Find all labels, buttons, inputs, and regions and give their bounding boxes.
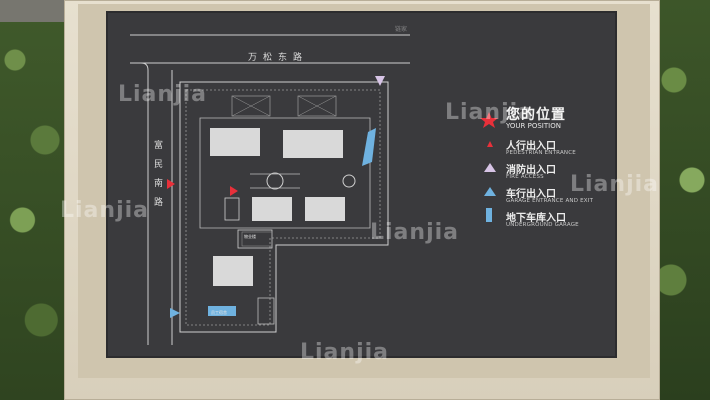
parking-area <box>231 95 271 117</box>
building <box>305 197 345 221</box>
triangle-icon <box>484 163 496 172</box>
building <box>213 256 253 286</box>
building <box>210 128 260 156</box>
pedestrian-entrance-marker <box>230 186 238 196</box>
legend-sublabel: PEDESTRIAN ENTRANCE <box>506 150 576 156</box>
parking-area <box>297 95 337 117</box>
parking-area <box>241 231 273 247</box>
roundabout <box>342 174 356 188</box>
watermark: Lianjia <box>570 172 659 197</box>
inner-path <box>185 89 381 326</box>
road-char: 路 <box>154 198 164 208</box>
road-char: 南 <box>154 179 164 189</box>
watermark-cn: 链家 <box>395 26 408 33</box>
pedestrian-entrance-marker <box>167 179 175 189</box>
background-wall <box>0 0 75 22</box>
right-foliage <box>650 0 710 400</box>
roundabout <box>266 172 284 190</box>
road-char: 富 <box>154 141 164 151</box>
plaza-path <box>250 173 300 189</box>
road-label-top: 万松东路 <box>248 53 309 63</box>
star-icon <box>480 112 498 128</box>
site-boundary <box>179 81 389 333</box>
building-tag: 物业楼 <box>244 234 256 239</box>
building <box>283 130 343 158</box>
bar-icon <box>486 208 492 222</box>
watermark: Lianjia <box>118 82 207 107</box>
watermark: Lianjia <box>60 198 149 223</box>
watermark: Lianjia <box>445 100 534 125</box>
legend-label: 地下车库入口 <box>506 213 566 224</box>
ramp <box>257 297 275 325</box>
road-char: 民 <box>154 160 164 170</box>
legend-sublabel: FIRE ACCESS <box>506 174 544 180</box>
you-are-here-subtitle: YOUR POSITION <box>506 122 561 130</box>
watermark: Lianjia <box>300 340 389 365</box>
fire-access-marker <box>375 76 385 86</box>
road-curve <box>140 62 149 71</box>
triangle-icon <box>484 187 496 196</box>
loop-road <box>199 117 371 229</box>
legend-label: 消防出入口 <box>506 165 556 176</box>
building-tag: 员工宿舍 <box>211 310 227 315</box>
underground-garage-marker <box>208 306 236 316</box>
legend-label: 车行出入口 <box>506 189 556 200</box>
legend-sublabel: UNDERGROUND GARAGE <box>506 222 579 228</box>
underground-garage-marker <box>362 128 376 166</box>
watermark: Lianjia <box>370 220 459 245</box>
legend-sublabel: GARAGE ENTRANCE AND EXIT <box>506 198 594 204</box>
building <box>252 197 292 221</box>
triangle-icon <box>487 141 493 147</box>
site-map-board <box>108 13 615 356</box>
parking-area <box>231 95 271 117</box>
legend-label: 人行出入口 <box>506 141 556 152</box>
left-foliage <box>0 0 75 400</box>
you-are-here-title: 您的位置 <box>506 107 566 123</box>
parking-area <box>297 95 337 117</box>
garage-entrance-marker <box>170 308 180 318</box>
road-label-left: 富 民 南 路 <box>154 137 164 213</box>
building-outline <box>224 197 240 221</box>
